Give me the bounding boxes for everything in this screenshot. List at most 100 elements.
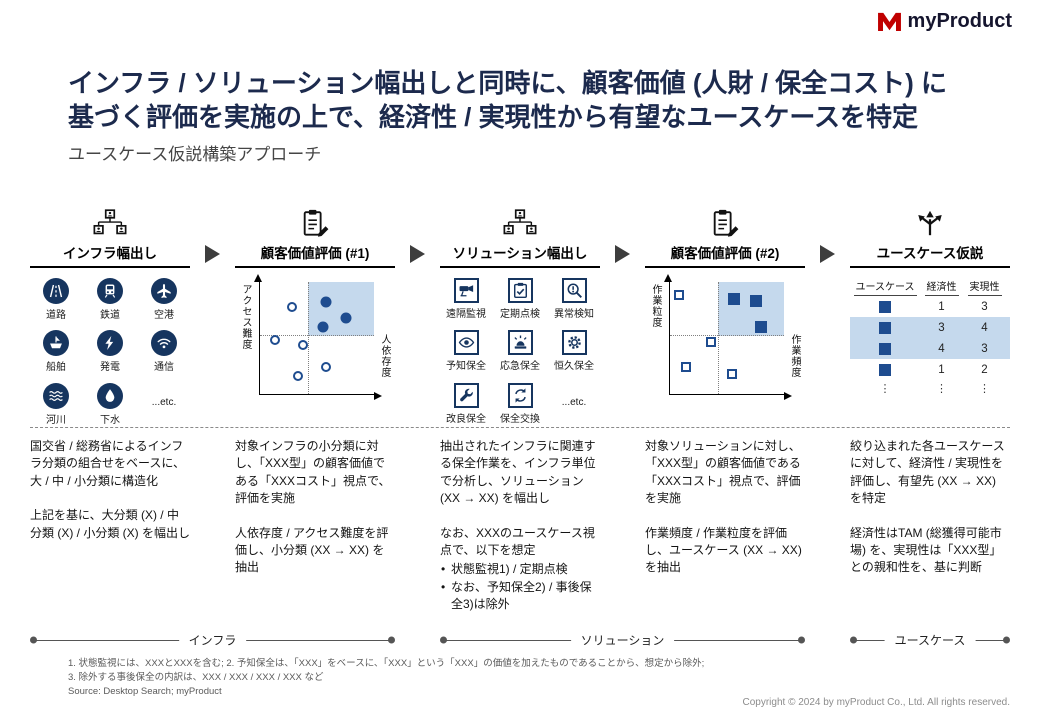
scatter-plot	[663, 274, 792, 401]
description-infra: 国交省 / 総務省によるインフラ分類の組合せをベースに、大 / 中 / 小分類に…	[30, 438, 190, 614]
right-arrow-icon	[205, 245, 220, 263]
phase-solution: ソリューション	[440, 631, 805, 649]
phase-infra: インフラ	[30, 631, 395, 649]
step-infra-broadening: インフラ幅出し 道路 鉄道 空港 船舶	[30, 200, 190, 428]
solution-item: 保全交換	[494, 382, 546, 428]
siren-icon	[507, 330, 533, 356]
solution-item: 予知保全	[440, 330, 492, 375]
usecase-table-row: 1 3	[850, 296, 1010, 317]
footnotes: 1. 状態監視には、XXXとXXXを含む; 2. 予知保全は、「XXX」をベース…	[68, 657, 704, 698]
solution-item: 遠隔監視	[440, 278, 492, 323]
step-header: インフラ幅出し	[30, 242, 190, 268]
description-paragraph: 絞り込まれた各ユースケースに対して、経済性 / 実現性を評価し、有望先 (XX …	[850, 439, 1005, 506]
phase-label: ユースケース	[884, 631, 976, 649]
endpoint-dot	[388, 636, 395, 644]
feasibility-value: 2	[981, 363, 988, 376]
ellipsis: ⋮	[979, 382, 990, 395]
solution-item: 異常検知	[548, 278, 600, 323]
data-point	[269, 335, 280, 346]
infra-item-label: 下水	[100, 414, 120, 426]
endpoint-dot	[440, 636, 447, 644]
branch-arrows-icon	[915, 200, 945, 238]
y-axis-label: アクセス難度	[240, 284, 251, 350]
solution-item-label: 保全交換	[500, 413, 540, 425]
cctv-icon	[453, 278, 479, 303]
endpoint-dot	[1003, 636, 1010, 644]
train-icon	[97, 278, 123, 304]
cycle-arrows-icon	[507, 382, 533, 408]
solution-item-label: 改良保全	[446, 413, 486, 425]
infra-item: 空港	[138, 278, 190, 323]
step-usecase-hypothesis: ユースケース仮説 ユースケース 経済性 実現性 1 3 3 4	[850, 200, 1010, 428]
infra-item-label: 道路	[46, 310, 66, 321]
infra-item: 下水	[84, 382, 136, 428]
step-customer-value-1: 顧客価値評価 (#1) アクセス難度 人依存度	[235, 200, 395, 428]
ship-icon	[43, 330, 69, 357]
endpoint-dot	[798, 636, 805, 644]
flow-arrow-slot	[395, 200, 440, 263]
flow-arrow-slot	[600, 200, 645, 263]
clipboard-icon	[710, 200, 740, 238]
description-usecase: 絞り込まれた各ユースケースに対して、経済性 / 実現性を評価し、有望先 (XX …	[850, 438, 1010, 614]
page-title: インフラ / ソリューション幅出しと同時に、顧客価値 (人財 / 保全コスト) …	[68, 66, 1008, 134]
hierarchy-icon	[502, 200, 538, 238]
solution-item-label: 恒久保全	[554, 361, 594, 373]
description-solution: 抽出されたインフラに関連する保全作業を、インフラ単位で分析し、ソリューション(X…	[440, 438, 600, 614]
description-customer-value-1: 対象インフラの小分類に対し、「XXX型」の顧客価値である「XXXコスト」視点で、…	[235, 438, 395, 614]
gear-icon	[561, 330, 587, 356]
infra-icon-grid: 道路 鉄道 空港 船舶 発電	[30, 278, 190, 428]
phase-label: インフラ	[178, 631, 247, 649]
description-paragraph: なお、XXXのユースケース視点で、以下を想定	[440, 525, 595, 557]
economics-value: 4	[938, 342, 945, 355]
data-point	[727, 292, 740, 305]
data-point	[292, 371, 303, 382]
col-header-feasibility: 実現性	[967, 278, 1002, 296]
logo-m-icon	[877, 11, 902, 32]
data-point	[749, 295, 762, 308]
description-paragraph: 経済性はTAM (総獲得可能市場) を、実現性は「XXX型」との親和性を、基に判…	[850, 525, 1002, 575]
footnote-line: 1. 状態監視には、XXXとXXXを含む; 2. 予知保全は、「XXX」をベース…	[68, 658, 705, 669]
page-subtitle: ユースケース仮説構築アプローチ	[68, 145, 322, 164]
customer-value-chart-2: 作業粒度 作業頻度	[645, 274, 805, 428]
data-point	[298, 339, 309, 350]
col-header-economics: 経済性	[924, 278, 959, 296]
wrench-icon	[453, 382, 479, 408]
step-header: ソリューション幅出し	[440, 242, 600, 268]
data-point	[755, 320, 768, 333]
solution-item: 改良保全	[440, 382, 492, 428]
infra-item-etc: ...etc.	[138, 383, 190, 428]
clipboard-icon	[300, 200, 330, 238]
infra-item: 船舶	[30, 330, 82, 375]
bullet-item: なお、予知保全2) / 事後保全3)は除外	[440, 579, 600, 614]
usecase-marker	[879, 300, 891, 313]
usecase-marker	[879, 342, 891, 355]
step-solution-broadening: ソリューション幅出し 遠隔監視 定期点検 異常検知 予知保全	[440, 200, 600, 428]
usecase-table-header: ユースケース 経済性 実現性	[850, 278, 1010, 296]
droplet-icon	[97, 382, 123, 409]
description-paragraph: 抽出されたインフラに関連する保全作業を、インフラ単位で分析し、ソリューション(X…	[440, 439, 596, 506]
step-customer-value-2: 顧客価値評価 (#2) 作業粒度 作業頻度	[645, 200, 805, 428]
hierarchy-icon	[92, 200, 128, 238]
phase-brackets: インフラ ソリューション ユースケース	[30, 631, 1010, 649]
customer-value-chart-1: アクセス難度 人依存度	[235, 274, 395, 428]
data-point	[320, 296, 332, 308]
description-paragraph: 人依存度 / アクセス難度を評価し、小分類 (XX → XX) を抽出	[235, 525, 389, 575]
power-icon	[97, 330, 123, 357]
infra-item: 道路	[30, 278, 82, 323]
brand-name: myProduct	[907, 10, 1012, 32]
description-customer-value-2: 対象ソリューションに対し、「XXX型」の顧客価値である「XXXコスト」視点で、評…	[645, 438, 805, 614]
magnifier-alert-icon	[561, 278, 587, 303]
usecase-table-row: 1 2	[850, 359, 1010, 380]
scatter-plot	[253, 274, 382, 401]
quadrant-line	[717, 282, 719, 394]
step-header: 顧客価値評価 (#1)	[235, 242, 395, 268]
phase-label: ソリューション	[570, 631, 675, 649]
solution-item-label: 応急保全	[500, 361, 540, 373]
step-header: ユースケース仮説	[850, 242, 1010, 268]
solution-item-label: 異常検知	[554, 309, 594, 320]
x-axis-label: 人依存度	[379, 334, 390, 378]
flow-arrow-slot	[190, 200, 235, 263]
airplane-icon	[151, 278, 177, 304]
data-point	[706, 337, 717, 348]
right-arrow-icon	[410, 245, 425, 263]
